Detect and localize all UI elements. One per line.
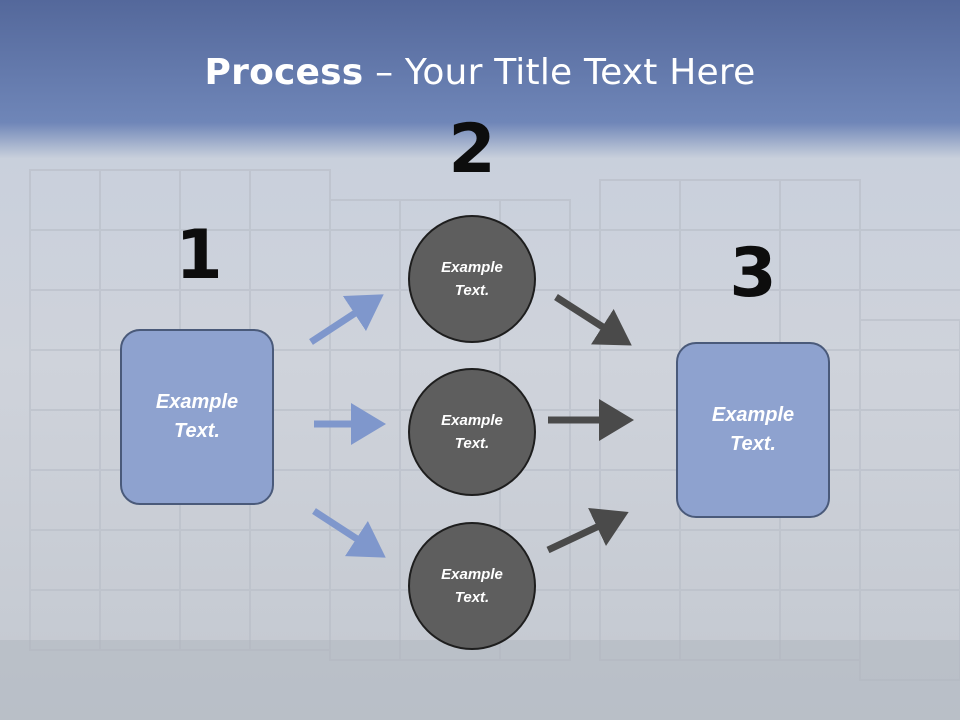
arrow-to-top-circle [309, 294, 384, 345]
title-rest: – Your Title Text Here [363, 52, 756, 93]
step-2-circle-top: Example Text. [408, 215, 536, 343]
step-1-label: Example Text. [155, 391, 239, 442]
step-2-circle-bottom: Example Text. [408, 522, 536, 650]
circle-bottom-label: Example Text. [441, 566, 503, 606]
arrow-from-top-circle [554, 294, 632, 346]
step-number-2: 2 [448, 110, 496, 189]
step-1-box: Example Text. [120, 329, 274, 505]
step-number-1: 1 [175, 216, 223, 295]
step-3-label: Example Text. [711, 404, 795, 455]
arrow-from-bottom-circle [546, 507, 629, 554]
circle-middle-label: Example Text. [441, 412, 503, 452]
step-number-3: 3 [729, 234, 777, 313]
step-2-circle-middle: Example Text. [408, 368, 536, 496]
circle-top-label: Example Text. [441, 259, 503, 299]
step-3-box: Example Text. [676, 342, 830, 518]
slide-title: Process – Your Title Text Here [0, 52, 960, 93]
title-bold: Process [204, 52, 364, 93]
arrow-to-bottom-circle [312, 508, 386, 558]
